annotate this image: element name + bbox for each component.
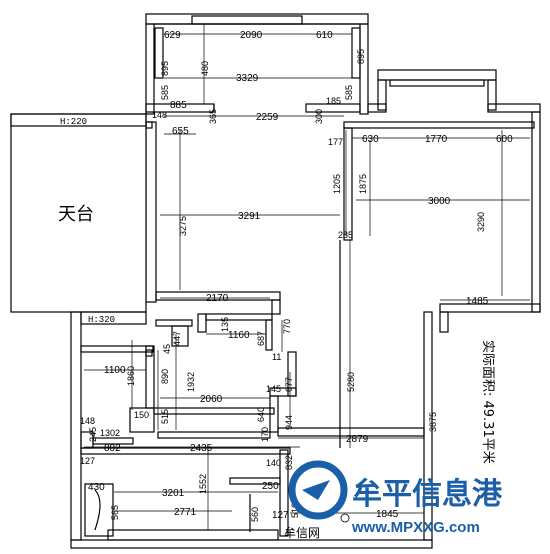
- dim-1160: 1160: [228, 330, 250, 341]
- dim-610: 610: [316, 30, 333, 41]
- dim-585-left: 585: [160, 85, 170, 100]
- dim-285: 285: [338, 230, 353, 240]
- dim-655: 655: [172, 126, 189, 137]
- dim-1205: 1205: [332, 174, 342, 194]
- dim-5280: 5280: [346, 372, 356, 392]
- dim-629: 629: [164, 30, 181, 41]
- dim-3291: 3291: [238, 211, 261, 222]
- dim-515: 515: [160, 409, 170, 424]
- dim-895-left: 895: [160, 61, 170, 76]
- dim-185: 185: [326, 96, 341, 106]
- dim-600: 600: [496, 134, 513, 145]
- dim-1552: 1552: [198, 474, 208, 494]
- dim-140: 140: [266, 458, 281, 468]
- dim-148b: 148: [80, 416, 95, 426]
- watermark-url: www.MPXXG.com: [351, 519, 480, 536]
- dim-365: 365: [208, 109, 218, 124]
- dim-3000: 3000: [428, 196, 451, 207]
- dim-127b: 127: [272, 510, 289, 521]
- dim-3329: 3329: [236, 73, 259, 84]
- watermark-name: 牟平信息港: [352, 477, 503, 512]
- dimension-labels: 629 2090 610 895 480 895 3329 585 885 18…: [80, 30, 513, 522]
- dim-177: 177: [328, 137, 343, 147]
- dim-802: 802: [104, 443, 121, 454]
- walls: [10, 13, 541, 549]
- watermark-small: 牟信网: [284, 525, 320, 540]
- dim-11: 11: [272, 352, 281, 362]
- dim-1302: 1302: [100, 428, 120, 438]
- dim-895-right: 895: [356, 49, 366, 64]
- dim-245: 245: [88, 427, 98, 442]
- dim-832: 832: [284, 455, 294, 470]
- dim-890: 890: [160, 369, 170, 384]
- dim-885: 885: [170, 100, 187, 111]
- height-label-top: H:220: [60, 117, 87, 127]
- dim-127: 127: [80, 456, 95, 466]
- dim-45: 45: [162, 344, 172, 354]
- dim-944: 944: [284, 415, 294, 430]
- dim-3201: 3201: [162, 488, 185, 499]
- dim-480: 480: [200, 61, 210, 76]
- dim-1770: 1770: [425, 134, 448, 145]
- dim-3875: 3875: [428, 412, 438, 432]
- dim-1485: 1485: [466, 296, 489, 307]
- dim-565: 565: [110, 505, 120, 520]
- dim-2435: 2435: [190, 443, 213, 454]
- dim-150: 150: [134, 410, 149, 420]
- dim-560: 560: [250, 507, 260, 522]
- dim-630: 630: [362, 134, 379, 145]
- dim-2060: 2060: [200, 394, 223, 405]
- dim-2259: 2259: [256, 112, 279, 123]
- dim-300: 300: [314, 109, 324, 124]
- watermark: 牟平信息港 www.MPXXG.com 牟信网: [284, 460, 503, 540]
- dim-250: 250: [262, 481, 279, 492]
- dim-1932: 1932: [186, 372, 196, 392]
- dim-585-right: 585: [344, 85, 354, 100]
- dim-677: 677: [284, 377, 294, 392]
- dim-3290: 3290: [476, 212, 486, 232]
- dim-3275: 3275: [178, 216, 188, 236]
- dim-687: 687: [256, 331, 266, 346]
- dim-1860: 1860: [126, 366, 136, 386]
- dim-1875: 1875: [358, 174, 368, 194]
- dim-145: 145: [266, 384, 281, 394]
- dim-1845: 1845: [376, 509, 399, 520]
- dim-640: 640: [256, 407, 266, 422]
- dimension-lines: [84, 24, 530, 530]
- room-label-terrace: 天台: [58, 204, 94, 225]
- dim-1100: 1100: [104, 365, 126, 376]
- dim-430: 430: [88, 482, 105, 493]
- area-label: 实际面积: 49.31平米: [480, 340, 495, 464]
- dim-2090: 2090: [240, 30, 263, 41]
- dim-2879: 2879: [346, 434, 369, 445]
- dim-2170: 2170: [206, 293, 229, 304]
- dim-447: 447: [172, 331, 182, 346]
- dim-135: 135: [220, 317, 230, 332]
- dim-516: 516: [290, 503, 300, 518]
- height-label-bottom: H:320: [88, 315, 115, 325]
- dim-2771: 2771: [174, 507, 197, 518]
- dim-770: 770: [282, 319, 292, 334]
- dim-170: 170: [260, 427, 270, 442]
- dim-148: 148: [152, 110, 167, 120]
